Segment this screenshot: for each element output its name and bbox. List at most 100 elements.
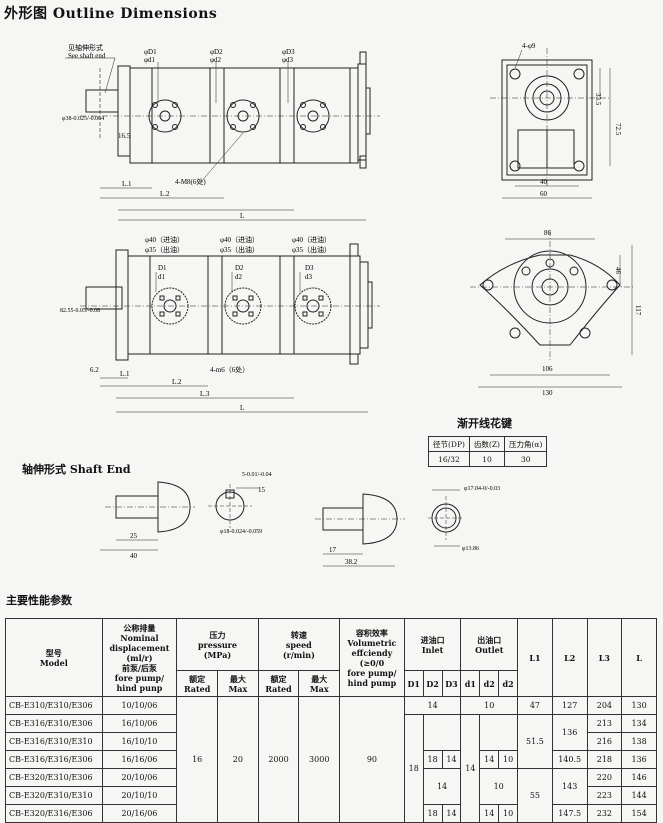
L1-51-5: 51.5: [517, 714, 553, 769]
phi-d1: φd1: [144, 56, 156, 64]
spline-v-alpha: 30: [503, 451, 548, 467]
dim-shaft-dia: φ38-0.025/-0.064: [62, 116, 104, 122]
lbl-D2: D2: [235, 264, 244, 272]
outlet-d1: 14: [460, 714, 481, 823]
shaft-dim-40: 40: [130, 552, 138, 560]
row-disp: 16/16/06: [101, 750, 178, 769]
h-D3: D3: [441, 670, 462, 697]
row-disp: 16/10/10: [101, 732, 178, 751]
row-model: CB-E320/E316/E306: [5, 804, 103, 823]
shaft-key-section: 5-0.01/-0.04 15 φ18-0.024/-0.059: [208, 472, 272, 535]
dim-L2: L.2: [160, 190, 170, 198]
shaft-spline-section: φ17.04-0/-0.03 φ13.86: [428, 486, 500, 552]
row-model: CB-E310/E310/E306: [5, 696, 103, 715]
lbl-d3: d3: [305, 273, 313, 281]
row-L3: 220: [586, 768, 623, 787]
h-L1: L1: [517, 618, 553, 697]
row-model: CB-E320/E310/E306: [5, 768, 103, 787]
lbl-d2: d2: [235, 273, 243, 281]
spline-v-z: 10: [468, 451, 506, 467]
rated-speed: 2000: [257, 696, 300, 823]
lbl-D1: D1: [158, 264, 167, 272]
row-L3: 204: [586, 696, 623, 715]
L2-140-5: 140.5: [551, 750, 588, 769]
spline-h-alpha: 压力角(α): [503, 436, 548, 452]
spline-v-dp: 16/32: [428, 451, 470, 467]
row-model: CB-E316/E310/E306: [5, 714, 103, 733]
row-model: CB-E316/E310/E310: [5, 732, 103, 751]
h-d3: d2: [498, 670, 519, 697]
lbl-D3: D3: [305, 264, 314, 272]
dim-16-5: 16.5: [118, 132, 131, 140]
row-L3: 223: [586, 786, 623, 805]
h-L2: L2: [551, 618, 588, 697]
dim-L1: L.1: [122, 180, 132, 188]
L2-147-5: 147.5: [551, 804, 588, 823]
outlet-10: 10: [460, 696, 519, 715]
shaft-splined: 25 40: [100, 481, 195, 560]
row-disp: 20/10/10: [101, 786, 178, 805]
row-model: CB-E316/E316/E306: [5, 750, 103, 769]
shaft-dim-25: 25: [130, 532, 138, 540]
inlet-D3-14b: 14: [441, 804, 462, 823]
row-L3: 232: [586, 804, 623, 823]
spline-dim-17: φ17.04-0/-0.03: [464, 486, 500, 492]
efficiency: 90: [339, 696, 405, 823]
h-D1: D1: [403, 670, 424, 697]
dim-L: L: [240, 212, 244, 220]
spline-h-z: 齿数(Z): [468, 436, 506, 452]
dim-86: 86: [544, 229, 552, 237]
outlet-d2-14b: 14: [479, 804, 500, 823]
perf-title: 主要性能参数: [6, 594, 72, 607]
row-disp: 16/10/06: [101, 714, 178, 733]
key-dim-5: 5-0.01/-0.04: [242, 472, 272, 478]
row-L: 134: [621, 714, 657, 733]
row-L3: 213: [586, 714, 623, 733]
dim-L-1: L.1: [120, 370, 130, 378]
row-L3: 216: [586, 732, 623, 751]
row-L: 154: [621, 804, 657, 823]
max-pressure: 20: [217, 696, 259, 823]
phi-d3: φd3: [282, 56, 294, 64]
row-L: 136: [621, 750, 657, 769]
dim-m6: 4-m6（6处）: [210, 365, 249, 374]
row-disp: 20/16/06: [101, 804, 178, 823]
inlet-D2-18b: 18: [422, 804, 443, 823]
spline-dim-13: φ13.86: [462, 546, 479, 552]
h-d1: d1: [460, 670, 481, 697]
L2-136: 136: [551, 714, 588, 751]
phi-in-1: φ40（进油）: [145, 235, 184, 244]
phi-D3: φD3: [282, 48, 295, 56]
L2-127: 127: [551, 696, 588, 715]
pump-flange-view: 86 46 117 106 130: [470, 229, 642, 397]
phi-in-2: φ40（进油）: [220, 235, 259, 244]
row-L: 138: [621, 732, 657, 751]
outlet-d2-14: 14: [479, 750, 500, 769]
row-L3: 218: [586, 750, 623, 769]
see-shaft-en: See shaft end: [68, 52, 106, 60]
row-L: 146: [621, 768, 657, 787]
spline-h-dp: 径节(DP): [428, 436, 470, 452]
h-L: L: [621, 618, 657, 697]
shaft-round: 17 38.2: [315, 493, 405, 567]
lbl-d1: d1: [158, 273, 166, 281]
page-title: 外形图 Outline Dimensions: [4, 6, 218, 22]
row-disp: 10/10/06: [101, 696, 178, 715]
outlet-d3-10b: 10: [498, 804, 519, 823]
dim-L2-total: L: [240, 404, 244, 412]
spline-title: 渐开线花键: [457, 417, 512, 430]
row-disp: 20/10/06: [101, 768, 178, 787]
dim-60: 60: [540, 190, 548, 198]
phi-out-3: φ35（出油）: [292, 245, 331, 254]
dim-46: 46: [614, 267, 622, 275]
dim-130: 130: [542, 389, 553, 397]
shaft-title: 轴伸形式 Shaft End: [22, 463, 131, 476]
outlet-10-shared: 10: [479, 768, 519, 805]
